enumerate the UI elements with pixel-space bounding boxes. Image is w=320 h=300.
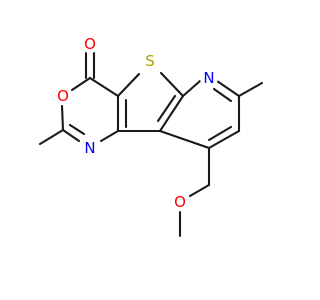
bond-c2-methyl [38,128,65,146]
atom-o-carbonyl: O [81,35,99,53]
atom-o-ether-label: O [174,193,186,211]
bond-c9a-c7a-a [158,94,185,133]
bond-o3-c2 [60,104,65,132]
bond-n1-c9b [99,129,120,143]
bond-c4-c4a [88,76,120,98]
bond-c9a-c7a-b [156,94,177,123]
atom-n-oxazine: N [81,139,99,157]
atom-o-carbonyl-label: O [84,35,96,53]
bond-c4-c9a [158,129,211,150]
bond-s-c7a [159,71,185,98]
bond-c5-c4-b [207,125,233,142]
bond-c4a-s [116,72,141,98]
atom-n-oxazine-label: N [84,139,95,157]
bond-c4-o3 [70,76,92,92]
atom-labels: O S O N N O [54,35,218,211]
atom-s-ring: S [141,52,159,70]
bond-ch2-o [188,183,211,198]
bond-c2-n1-b [68,123,86,136]
atom-n-pyridine: N [200,69,218,87]
bond-n-c6-b [212,87,233,103]
bond-c2-n1-a [61,128,81,143]
bond-c6-methyl [237,81,264,98]
bond-n-c6-a [215,79,241,98]
atom-n-pyridine-label: N [203,69,214,87]
atom-o-ring: O [54,87,72,105]
atom-s-ring-label: S [145,52,155,70]
bond-c5-c4-a [207,129,241,150]
atom-o-ether: O [171,193,189,211]
structure-drawing: O S O N N O [38,35,264,238]
molecule-diagram: O S O N N O [38,35,264,238]
bond-c7a-n [181,79,202,98]
atom-o-ring-label: O [57,87,69,105]
bonds [38,51,264,238]
